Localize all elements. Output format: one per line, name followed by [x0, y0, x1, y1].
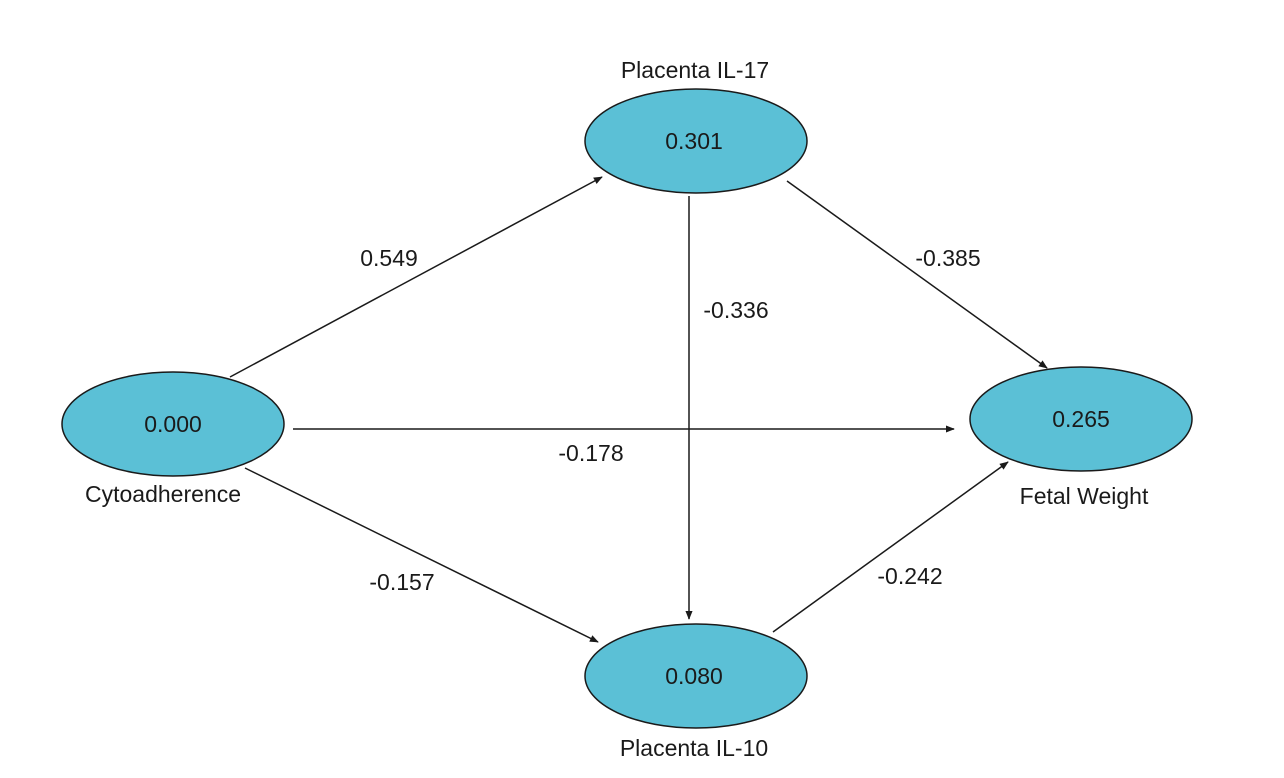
edge-label-placenta-il17-to-fetal-weight: -0.385: [915, 245, 980, 271]
edge-placenta-il17-to-fetal-weight: [786, 180, 1048, 369]
edge-label-placenta-il17-to-placenta-il10: -0.336: [703, 297, 768, 323]
edge-label-cytoadherence-to-fetal-weight: -0.178: [558, 440, 623, 466]
node-label-fetal-weight: Fetal Weight: [1020, 483, 1149, 509]
node-label-cytoadherence: Cytoadherence: [85, 481, 241, 507]
node-label-placenta-il10: Placenta IL-10: [620, 735, 768, 761]
edge-label-placenta-il10-to-fetal-weight: -0.242: [877, 563, 942, 589]
node-value-placenta-il10: 0.080: [665, 663, 723, 689]
node-placenta-il17: [584, 88, 808, 194]
edge-cytoadherence-to-placenta-il10: [244, 467, 599, 643]
node-value-cytoadherence: 0.000: [144, 411, 202, 437]
node-value-placenta-il17: 0.301: [665, 128, 723, 154]
edge-label-cytoadherence-to-placenta-il17: 0.549: [360, 245, 418, 271]
edge-label-cytoadherence-to-placenta-il10: -0.157: [369, 569, 434, 595]
node-cytoadherence: [61, 371, 285, 477]
node-label-placenta-il17: Placenta IL-17: [621, 57, 769, 83]
edge-cytoadherence-to-placenta-il17: [229, 176, 603, 378]
node-fetal-weight: [969, 366, 1193, 472]
node-value-fetal-weight: 0.265: [1052, 406, 1110, 432]
edge-placenta-il10-to-fetal-weight: [772, 461, 1009, 633]
node-placenta-il10: [584, 623, 808, 729]
